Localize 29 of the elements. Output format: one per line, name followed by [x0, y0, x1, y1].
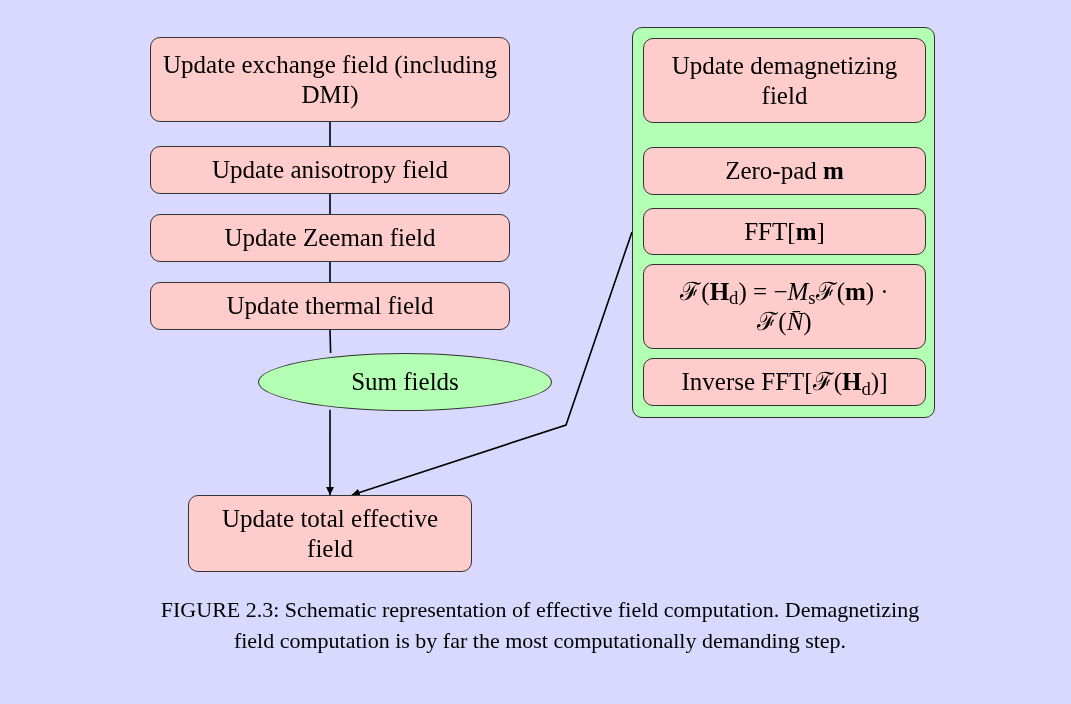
process-box	[150, 282, 510, 330]
process-box	[643, 38, 926, 123]
node-text: Update thermal field	[226, 291, 434, 321]
process-box	[643, 358, 926, 406]
arrow	[326, 409, 334, 496]
node-text: Update anisotropy field	[211, 155, 449, 185]
arrow	[351, 231, 633, 497]
node-text: Zero-pad m	[725, 156, 844, 186]
process-box	[643, 208, 926, 255]
node-text: Update demagnetizing field	[670, 50, 899, 111]
node-text: FFT[m]	[744, 216, 825, 247]
connector-line	[329, 193, 331, 215]
node-text: ℱ(H$_{d}$) = −M$_{s}$ℱ(m) · ℱ(N̄)	[679, 276, 890, 337]
connector-line	[329, 261, 331, 283]
process-box	[150, 37, 510, 122]
node-text: Update total effective field	[220, 503, 440, 564]
group-panel	[632, 27, 935, 418]
process-box	[150, 146, 510, 194]
figure-caption: FIGURE 2.3: Schematic representation of effective field computation. Demagnetizing field computation is by far the most computationally demanding step.	[159, 596, 921, 655]
node-text: Update exchange field (including DMI)	[162, 49, 498, 110]
process-box	[188, 495, 472, 572]
connector-line	[329, 329, 332, 354]
node-text: Update Zeeman field	[224, 223, 436, 253]
process-box	[150, 214, 510, 262]
connector-line	[329, 121, 331, 147]
process-box	[643, 264, 926, 349]
process-box	[643, 147, 926, 195]
node-text: Sum fields	[351, 367, 459, 397]
node-text: Inverse FFT[ℱ(H$_{d}$)]	[681, 367, 888, 397]
